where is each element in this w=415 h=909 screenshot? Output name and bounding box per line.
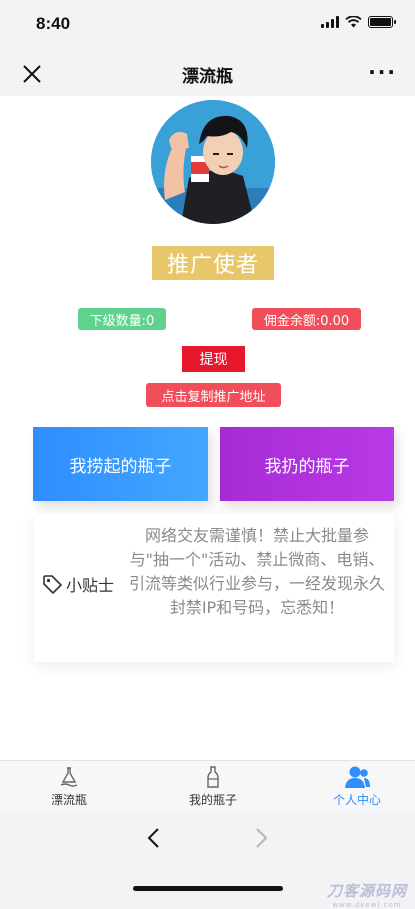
- more-icon[interactable]: ···: [368, 60, 397, 84]
- status-bar: 8:40: [0, 0, 415, 52]
- avatar-illustration: [151, 100, 275, 224]
- nav-bar: 漂流瓶 ···: [0, 52, 415, 96]
- browser-toolbar: 刀客源码网 www.dkewl.com: [0, 812, 415, 909]
- wifi-icon: [345, 16, 362, 28]
- tab-label: 个人中心: [332, 793, 381, 807]
- forward-arrow-icon[interactable]: [252, 826, 270, 850]
- watermark: 刀客源码网 www.dkewl.com: [327, 880, 407, 909]
- tab-bar: 漂流瓶 我的瓶子 个人中心: [0, 760, 415, 812]
- sub-count-badge: 下级数量:0: [78, 308, 166, 330]
- tag-icon: [43, 575, 62, 594]
- close-icon[interactable]: [18, 60, 46, 88]
- tips-text: 网络交友需谨慎！禁止大批量参与"抽一个"活动、禁止微商、电销、引流等类似行业参与…: [128, 526, 385, 617]
- role-badge: 推广使者: [152, 246, 274, 280]
- tab-personal-center[interactable]: 个人中心: [312, 765, 402, 808]
- watermark-sub: www.dkewl.com: [332, 901, 402, 909]
- thrown-bottles-button[interactable]: 我扔的瓶子: [220, 427, 394, 501]
- status-time: 8:40: [36, 14, 71, 33]
- signal-icon: [321, 16, 339, 28]
- avatar[interactable]: [151, 100, 275, 224]
- battery-icon: [368, 16, 396, 28]
- watermark-main: 刀客源码网: [326, 882, 407, 900]
- withdraw-button[interactable]: 提现: [182, 346, 245, 372]
- bottle-icon: [207, 766, 219, 788]
- commission-balance-badge: 佣金余额:0.00: [252, 308, 361, 330]
- status-icons: [321, 16, 396, 28]
- back-arrow-icon[interactable]: [145, 826, 163, 850]
- home-indicator[interactable]: [133, 886, 283, 891]
- page-title: 漂流瓶: [182, 66, 233, 87]
- tips-card: 小贴士 网络交友需谨慎！禁止大批量参与"抽一个"活动、禁止微商、电销、引流等类似…: [34, 514, 394, 662]
- tips-label: 小贴士: [42, 572, 114, 596]
- tab-label: 漂流瓶: [50, 793, 87, 807]
- profile-content: 推广使者 下级数量:0 佣金余额:0.00 提现 点击复制推广地址 我捞起的瓶子…: [0, 96, 415, 760]
- tab-drift-bottle[interactable]: 漂流瓶: [24, 765, 114, 808]
- copy-promo-link-button[interactable]: 点击复制推广地址: [146, 383, 281, 407]
- tab-my-bottles[interactable]: 我的瓶子: [168, 765, 258, 808]
- tab-label: 我的瓶子: [188, 793, 237, 807]
- tips-label-text: 小贴士: [66, 576, 115, 595]
- user-icon: [345, 766, 370, 788]
- drift-bottle-icon: [60, 767, 78, 787]
- picked-bottles-button[interactable]: 我捞起的瓶子: [33, 427, 208, 501]
